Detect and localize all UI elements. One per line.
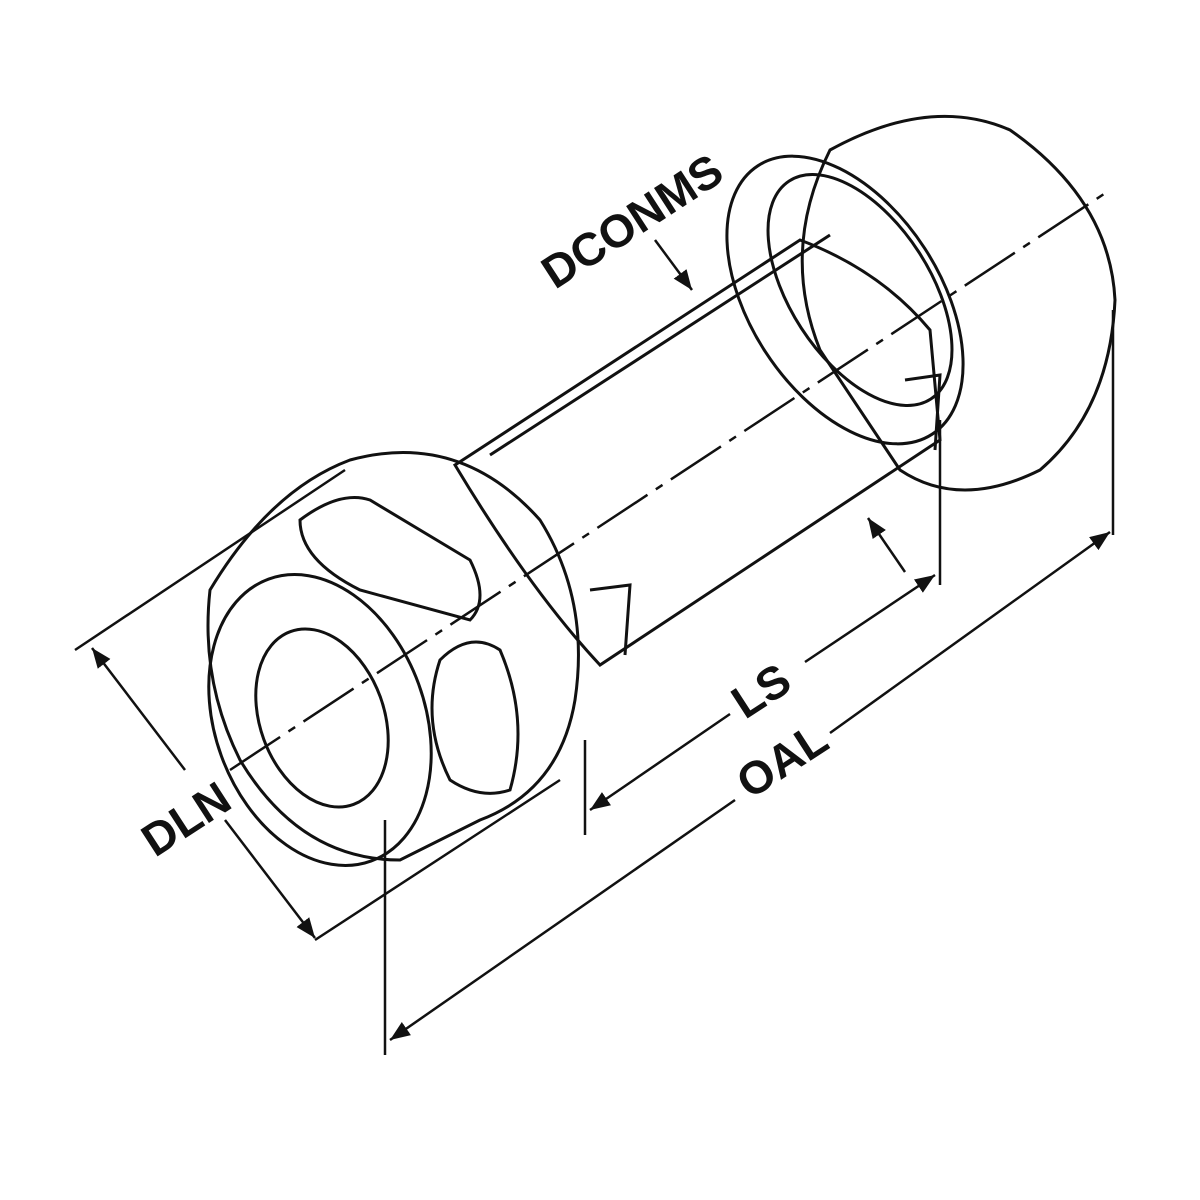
ls-dimension-line-right	[804, 573, 936, 664]
label-ls: LS	[722, 653, 800, 729]
shank	[452, 233, 942, 667]
collet-bore	[254, 627, 390, 809]
label-dconms: DCONMS	[532, 143, 732, 298]
dln-dimension-line-lower	[224, 819, 316, 939]
label-oal: OAL	[727, 712, 837, 809]
rear-collet-nut	[725, 114, 1117, 492]
centre-axis-line	[229, 188, 1111, 772]
oal-dimension-line-right	[829, 530, 1111, 735]
label-dln: DLN	[132, 771, 240, 866]
dln-dimension-line-upper	[91, 647, 186, 771]
dconms-leader-arrow	[653, 239, 694, 291]
extension-lines	[74, 310, 1115, 1055]
dconms-lower-arrow	[866, 517, 907, 573]
oal-dimension-line-left	[389, 798, 736, 1042]
front-collet-nut	[206, 451, 580, 867]
ls-dimension-line-left	[589, 712, 731, 812]
